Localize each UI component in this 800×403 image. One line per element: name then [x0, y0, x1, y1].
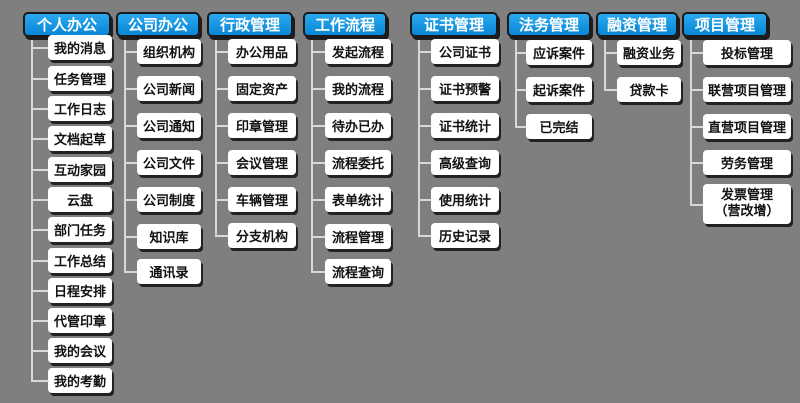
menu-item[interactable]: 固定资产 — [228, 76, 296, 101]
menu-item[interactable]: 文档起草 — [48, 126, 112, 151]
menu-item[interactable]: 高级查询 — [431, 150, 499, 175]
menu-item[interactable]: 互动家园 — [48, 157, 112, 182]
menu-item[interactable]: 劳务管理 — [703, 150, 791, 175]
menu-item[interactable]: 流程管理 — [325, 224, 391, 249]
menu-item[interactable]: 直营项目管理 — [703, 114, 791, 139]
menu-item[interactable]: 会议管理 — [228, 150, 296, 175]
header-workflow[interactable]: 工作流程 — [303, 12, 387, 37]
menu-item[interactable]: 车辆管理 — [228, 187, 296, 212]
menu-item[interactable]: 已完结 — [526, 114, 592, 139]
menu-item[interactable]: 证书预警 — [431, 76, 499, 101]
menu-item[interactable]: 任务管理 — [48, 66, 112, 91]
menu-item[interactable]: 公司文件 — [137, 150, 201, 175]
menu-item[interactable]: 联营项目管理 — [703, 77, 791, 102]
menu-item-line: 发票管理 — [720, 188, 773, 203]
menu-item[interactable]: 组织机构 — [137, 39, 201, 64]
menu-item[interactable]: 办公用品 — [228, 39, 296, 64]
menu-item[interactable]: 云盘 — [48, 187, 112, 212]
menu-item[interactable]: 知识库 — [137, 224, 201, 249]
header-legal[interactable]: 法务管理 — [507, 12, 591, 37]
menu-item[interactable]: 历史记录 — [431, 223, 499, 248]
header-company[interactable]: 公司办公 — [116, 12, 200, 37]
menu-item[interactable]: 我的消息 — [48, 35, 112, 60]
menu-item[interactable]: 待办已办 — [325, 113, 391, 138]
menu-item[interactable]: 流程查询 — [325, 259, 391, 284]
tree-line — [31, 35, 33, 380]
header-project[interactable]: 项目管理 — [682, 12, 768, 37]
menu-item[interactable]: 投标管理 — [703, 40, 791, 65]
menu-item[interactable]: 代管印章 — [48, 308, 112, 333]
menu-item[interactable]: 通讯录 — [137, 259, 201, 284]
header-personal[interactable]: 个人办公 — [23, 12, 111, 37]
menu-item[interactable]: 工作总结 — [48, 248, 112, 273]
menu-item-line: （营改增） — [714, 204, 780, 219]
menu-item[interactable]: 表单统计 — [325, 187, 391, 212]
menu-item[interactable]: 起诉案件 — [526, 77, 592, 102]
menu-item-invoice[interactable]: 发票管理 （营改增） — [703, 184, 791, 224]
menu-item[interactable]: 使用统计 — [431, 187, 499, 212]
menu-item[interactable]: 我的会议 — [48, 338, 112, 363]
menu-item[interactable]: 公司新闻 — [137, 76, 201, 101]
menu-item[interactable]: 分支机构 — [228, 223, 296, 248]
menu-item[interactable]: 应诉案件 — [526, 40, 592, 65]
menu-item[interactable]: 公司通知 — [137, 113, 201, 138]
menu-item[interactable]: 贷款卡 — [617, 77, 681, 102]
menu-item[interactable]: 公司证书 — [431, 39, 499, 64]
menu-item[interactable]: 我的流程 — [325, 76, 391, 101]
menu-item[interactable]: 印章管理 — [228, 113, 296, 138]
menu-item[interactable]: 公司制度 — [137, 187, 201, 212]
menu-item[interactable]: 我的考勤 — [48, 368, 112, 393]
menu-item[interactable]: 部门任务 — [48, 217, 112, 242]
menu-item[interactable]: 日程安排 — [48, 278, 112, 303]
menu-item[interactable]: 流程委托 — [325, 150, 391, 175]
header-finance[interactable]: 融资管理 — [596, 12, 678, 37]
menu-item[interactable]: 融资业务 — [617, 40, 681, 65]
menu-item[interactable]: 证书统计 — [431, 113, 499, 138]
menu-item[interactable]: 工作日志 — [48, 96, 112, 121]
header-admin[interactable]: 行政管理 — [207, 12, 293, 37]
header-cert[interactable]: 证书管理 — [410, 12, 498, 37]
menu-item[interactable]: 发起流程 — [325, 39, 391, 64]
